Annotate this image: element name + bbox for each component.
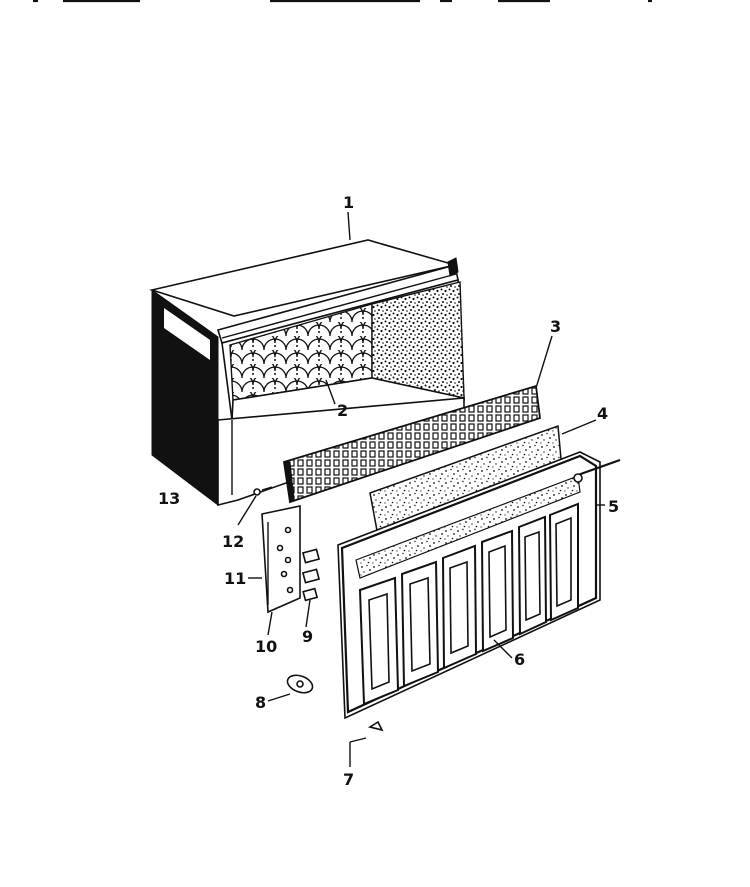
latch-part-7 [367, 720, 384, 732]
callout-11: 11 [224, 569, 246, 588]
leader-lines [237, 211, 605, 767]
callout-9: 9 [302, 627, 313, 646]
callout-7: 7 [343, 770, 354, 789]
front-panel-part-6 [337, 451, 621, 720]
callout-12: 12 [222, 532, 244, 551]
callout-6: 6 [514, 650, 525, 669]
callout-5: 5 [608, 497, 619, 516]
callout-1: 1 [343, 193, 354, 212]
callout-10: 10 [255, 637, 277, 656]
grille-part-3 [282, 384, 541, 504]
cabinet-part-1 [148, 239, 465, 507]
callout-3: 3 [550, 317, 561, 336]
callout-13: 13 [158, 489, 180, 508]
callout-2: 2 [337, 401, 348, 420]
clips-part-9 [301, 548, 321, 602]
knob-part-8 [286, 674, 314, 694]
callout-labels: 1 2 3 4 5 6 7 8 9 10 11 12 13 [158, 193, 619, 789]
callout-4: 4 [597, 404, 608, 423]
callout-8: 8 [255, 693, 266, 712]
control-bracket-part-10 [261, 505, 301, 614]
screw-part-12 [253, 486, 273, 496]
